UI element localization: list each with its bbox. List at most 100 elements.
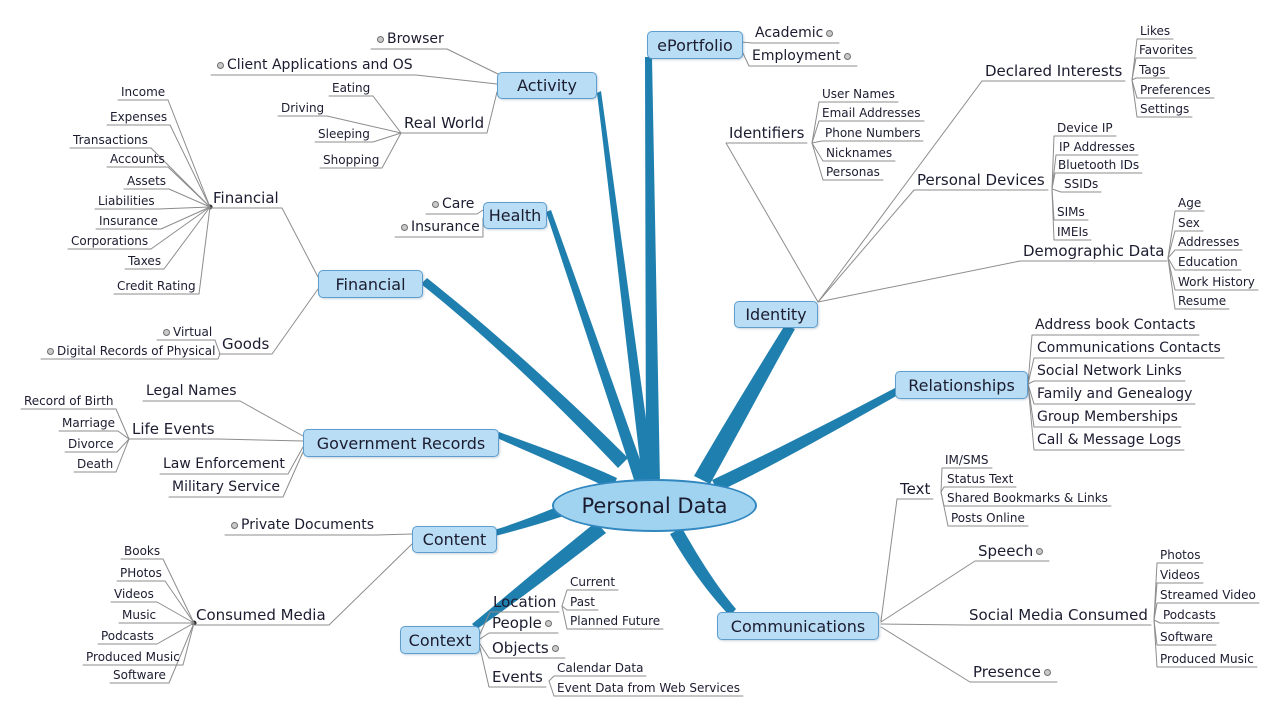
node-death[interactable]: Death	[77, 457, 113, 472]
node-record-of-birth[interactable]: Record of Birth	[24, 394, 113, 409]
node-speech[interactable]: Speech	[978, 542, 1046, 561]
topic-eportfolio[interactable]: ePortfolio	[647, 31, 743, 59]
node-virtual[interactable]: Virtual	[160, 325, 212, 340]
node-sex[interactable]: Sex	[1178, 216, 1200, 231]
node-bluetooth-ids[interactable]: Bluetooth IDs	[1058, 158, 1139, 173]
node-assets[interactable]: Assets	[127, 174, 166, 189]
topic-context[interactable]: Context	[400, 626, 480, 654]
node-life-events[interactable]: Life Events	[132, 420, 215, 439]
node-phone-numbers[interactable]: Phone Numbers	[825, 126, 920, 141]
node-group-memberships[interactable]: Group Memberships	[1037, 409, 1178, 427]
node-nicknames[interactable]: Nicknames	[826, 146, 892, 161]
node-transactions[interactable]: Transactions	[73, 133, 148, 148]
node-cm-videos[interactable]: Videos	[114, 587, 154, 602]
node-shared-bookmarks[interactable]: Shared Bookmarks & Links	[947, 491, 1108, 506]
node-consumed-media[interactable]: Consumed Media	[196, 606, 326, 625]
topic-identity[interactable]: Identity	[734, 301, 818, 328]
node-declared-interests[interactable]: Declared Interests	[985, 62, 1122, 81]
node-employment[interactable]: Employment	[752, 48, 854, 66]
node-books[interactable]: Books	[124, 544, 160, 559]
node-tags[interactable]: Tags	[1139, 63, 1166, 78]
node-taxes[interactable]: Taxes	[128, 254, 161, 269]
node-preferences[interactable]: Preferences	[1140, 83, 1211, 98]
node-planned-future[interactable]: Planned Future	[570, 614, 660, 629]
node-status-text[interactable]: Status Text	[947, 472, 1013, 487]
node-expenses[interactable]: Expenses	[110, 110, 167, 125]
node-calendar-data[interactable]: Calendar Data	[557, 661, 643, 676]
node-law-enforcement[interactable]: Law Enforcement	[163, 456, 285, 474]
node-social-network-links[interactable]: Social Network Links	[1037, 363, 1182, 381]
node-presence[interactable]: Presence	[973, 663, 1054, 682]
node-communications-contacts[interactable]: Communications Contacts	[1037, 340, 1221, 358]
topic-communications[interactable]: Communications	[717, 612, 879, 640]
node-social-media-consumed[interactable]: Social Media Consumed	[969, 606, 1148, 625]
node-smc-software[interactable]: Software	[1160, 630, 1213, 645]
node-call-message-logs[interactable]: Call & Message Logs	[1037, 432, 1181, 450]
node-driving[interactable]: Driving	[281, 101, 324, 116]
node-smc-podcasts[interactable]: Podcasts	[1163, 608, 1216, 623]
node-text[interactable]: Text	[900, 480, 930, 499]
node-digital-records[interactable]: Digital Records of Physical	[44, 344, 215, 359]
node-music[interactable]: Music	[122, 608, 156, 623]
node-addresses[interactable]: Addresses	[1178, 235, 1239, 250]
node-smc-photos[interactable]: Photos	[1160, 548, 1200, 563]
node-liabilities[interactable]: Liabilities	[98, 194, 155, 209]
topic-health[interactable]: Health	[483, 202, 547, 229]
node-objects[interactable]: Objects	[492, 639, 562, 658]
node-browser[interactable]: Browser	[374, 31, 444, 49]
node-ssids[interactable]: SSIDs	[1064, 177, 1098, 192]
node-ip-addresses[interactable]: IP Addresses	[1059, 140, 1135, 155]
node-im-sms[interactable]: IM/SMS	[945, 453, 989, 468]
topic-content[interactable]: Content	[412, 526, 497, 553]
node-device-ip[interactable]: Device IP	[1057, 121, 1113, 136]
node-cm-software[interactable]: Software	[113, 668, 166, 683]
topic-financial[interactable]: Financial	[318, 270, 423, 298]
node-smc-produced-music[interactable]: Produced Music	[1160, 652, 1254, 667]
node-posts-online[interactable]: Posts Online	[951, 511, 1025, 526]
node-family-genealogy[interactable]: Family and Genealogy	[1037, 386, 1192, 404]
node-accounts[interactable]: Accounts	[110, 152, 165, 167]
node-goods[interactable]: Goods	[222, 335, 269, 354]
node-income[interactable]: Income	[121, 85, 165, 100]
node-personal-devices[interactable]: Personal Devices	[917, 171, 1045, 190]
node-user-names[interactable]: User Names	[822, 87, 895, 102]
node-fin-insurance[interactable]: Insurance	[99, 214, 158, 229]
node-favorites[interactable]: Favorites	[1139, 43, 1193, 58]
node-age[interactable]: Age	[1178, 196, 1201, 211]
topic-government-records[interactable]: Government Records	[303, 429, 499, 457]
node-care[interactable]: Care	[429, 196, 474, 214]
node-legal-names[interactable]: Legal Names	[146, 383, 237, 401]
node-likes[interactable]: Likes	[1140, 24, 1170, 39]
node-cm-photos[interactable]: PHotos	[120, 566, 162, 581]
node-work-history[interactable]: Work History	[1178, 275, 1255, 290]
topic-relationships[interactable]: Relationships	[895, 371, 1028, 399]
node-credit-rating[interactable]: Credit Rating	[117, 279, 196, 294]
node-client-apps[interactable]: Client Applications and OS	[214, 57, 413, 75]
node-sims[interactable]: SIMs	[1057, 205, 1085, 220]
node-location[interactable]: Location	[493, 593, 556, 612]
node-cm-podcasts[interactable]: Podcasts	[101, 629, 154, 644]
node-sleeping[interactable]: Sleeping	[318, 127, 370, 142]
node-real-world[interactable]: Real World	[404, 114, 484, 133]
node-health-insurance[interactable]: Insurance	[398, 219, 480, 237]
node-military-service[interactable]: Military Service	[172, 479, 280, 497]
node-imeis[interactable]: IMEIs	[1057, 225, 1088, 240]
node-identifiers[interactable]: Identifiers	[729, 124, 804, 143]
node-address-book[interactable]: Address book Contacts	[1035, 317, 1196, 335]
node-email-addresses[interactable]: Email Addresses	[822, 106, 921, 121]
central-topic[interactable]: Personal Data	[552, 479, 757, 532]
topic-activity[interactable]: Activity	[497, 72, 597, 99]
node-marriage[interactable]: Marriage	[62, 416, 115, 431]
node-resume[interactable]: Resume	[1178, 294, 1226, 309]
node-event-data[interactable]: Event Data from Web Services	[557, 681, 740, 696]
node-shopping[interactable]: Shopping	[323, 153, 379, 168]
node-corporations[interactable]: Corporations	[71, 234, 148, 249]
node-settings[interactable]: Settings	[1140, 102, 1189, 117]
node-financial-records[interactable]: Financial	[213, 189, 279, 208]
node-cm-produced-music[interactable]: Produced Music	[86, 650, 180, 665]
node-private-documents[interactable]: Private Documents	[228, 517, 374, 535]
node-past[interactable]: Past	[570, 595, 595, 610]
node-personas[interactable]: Personas	[826, 165, 880, 180]
node-academic[interactable]: Academic	[755, 25, 836, 43]
node-streamed-video[interactable]: Streamed Video	[1160, 588, 1256, 603]
